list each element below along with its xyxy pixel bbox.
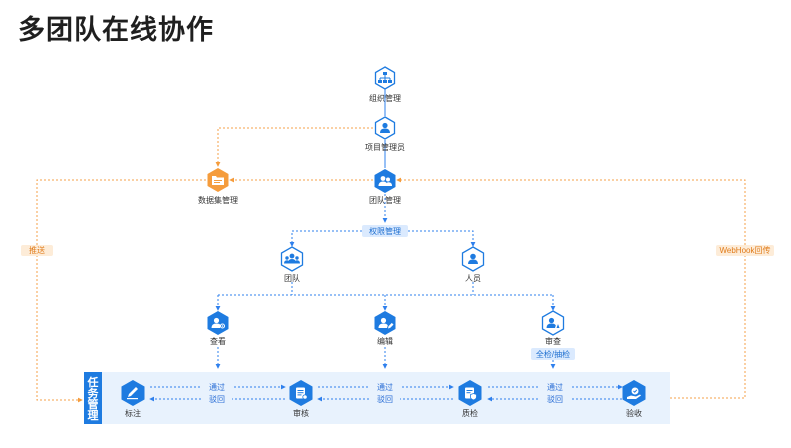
annotate-node (121, 380, 145, 406)
clipboard-icon (296, 387, 308, 400)
pass-label-2: 通过 (377, 382, 393, 392)
group-icon (284, 253, 300, 264)
webhook-tag-label: WebHook回传 (720, 245, 771, 255)
review-label: 审查 (545, 336, 561, 346)
audit-label: 审核 (293, 408, 309, 418)
reject-label-1: 驳回 (209, 395, 225, 404)
reject-label-2: 驳回 (377, 395, 393, 404)
task-panel-label-3: 管 (88, 397, 99, 411)
pass-label-1: 通过 (209, 382, 225, 392)
pen-icon (127, 387, 138, 400)
permission-tag-label: 权限管理 (369, 226, 401, 236)
edge-bus (218, 282, 553, 296)
edge-permission-member (408, 230, 476, 247)
team-mgmt-node (374, 169, 396, 193)
accept-label: 验收 (626, 408, 642, 418)
user-icon (468, 253, 478, 264)
page-title: 多团队在线协作 (18, 15, 214, 45)
team-node (280, 246, 304, 272)
qc-label: 质检 (462, 408, 478, 418)
pm-label: 项目管理员 (365, 142, 405, 152)
user-review-icon (546, 317, 560, 328)
task-panel-label-2: 务 (88, 386, 100, 400)
org-tree-icon (378, 72, 392, 83)
qc-node (458, 380, 482, 406)
task-panel-sidebar (84, 372, 102, 424)
folder-icon (212, 176, 224, 185)
edit-label: 编辑 (377, 336, 393, 346)
view-node (207, 311, 229, 335)
audit-node (289, 380, 313, 406)
member-label: 人员 (465, 274, 481, 283)
accept-node (622, 380, 646, 406)
annotate-label: 标注 (125, 408, 141, 418)
dataset-label: 数据集管理 (198, 195, 238, 205)
webhook-tag (716, 245, 774, 256)
edge-permission-team (289, 230, 362, 247)
pass-label-3: 通过 (547, 382, 563, 392)
dataset-node (207, 168, 229, 192)
hand-check-icon (627, 387, 641, 399)
team-mgmt-label: 团队管理 (369, 195, 401, 205)
reject-label-3: 驳回 (547, 395, 563, 404)
org-label: 组织管理 (369, 93, 401, 103)
review-node (541, 310, 565, 336)
view-label: 查看 (210, 336, 226, 346)
pm-node (374, 116, 396, 140)
push-tag-label: 推送 (29, 245, 45, 255)
full-sample-tag-label: 全检/抽检 (536, 349, 570, 359)
task-panel-label-1: 任 (87, 375, 99, 389)
edge-push (36, 179, 206, 403)
users-icon (378, 176, 392, 186)
team-label: 团队 (284, 273, 300, 283)
edit-node (374, 311, 396, 335)
shield-doc-icon (465, 387, 477, 401)
edge-webhook (396, 177, 746, 399)
task-panel-label-4: 理 (88, 409, 99, 422)
member-node (461, 246, 485, 272)
user-edit-icon (378, 317, 394, 329)
full-sample-tag (531, 348, 575, 360)
user-view-icon (211, 317, 225, 329)
permission-tag (362, 225, 408, 237)
edge-pm-dataset (215, 127, 385, 167)
org-node (374, 66, 396, 90)
push-tag (21, 245, 53, 256)
user-icon (380, 122, 390, 133)
